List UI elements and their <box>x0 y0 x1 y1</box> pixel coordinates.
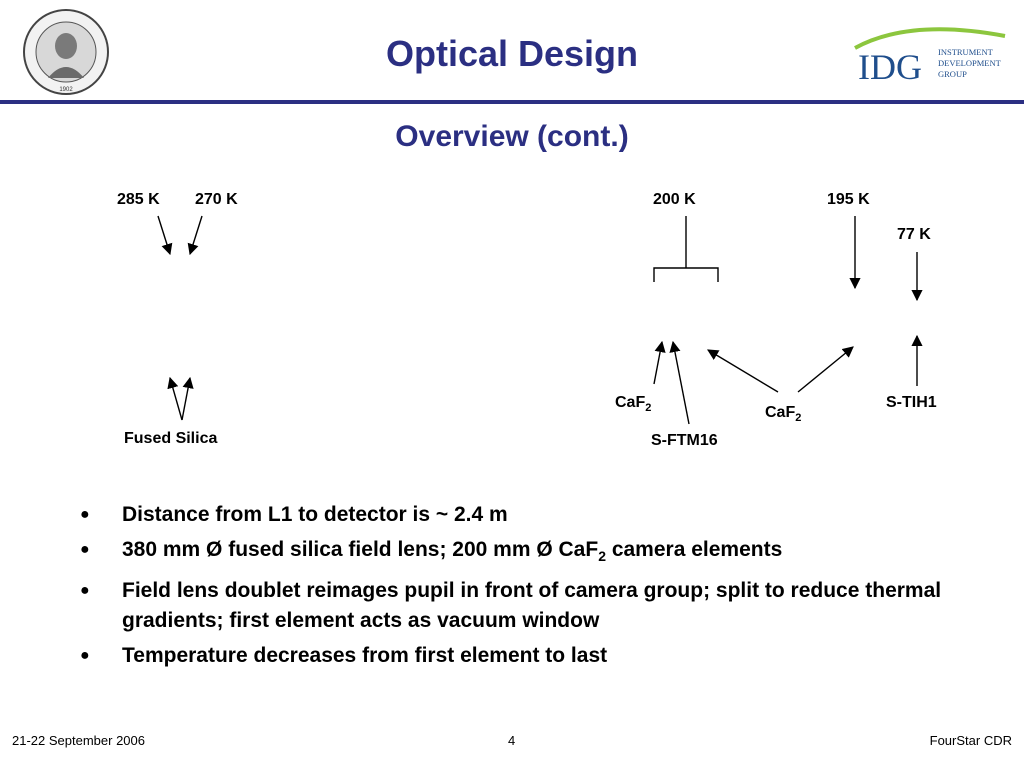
footer-event: FourStar CDR <box>929 733 1012 748</box>
bracket-200k <box>653 267 719 282</box>
seal-year: 1902 <box>59 87 73 93</box>
footer-page-number: 4 <box>508 733 516 748</box>
footer-date: 21-22 September 2006 <box>12 733 145 748</box>
arrow-sftm16 <box>669 340 690 425</box>
material-fused-silica: Fused Silica <box>124 430 218 447</box>
logo-mark: IDG <box>858 47 922 84</box>
bullet-item: ● Temperature decreases from first eleme… <box>80 641 980 671</box>
temp-270k: 270 K <box>195 191 238 208</box>
arrow-caf2-a <box>653 340 666 385</box>
arrow-fused-silica-left <box>167 376 183 421</box>
logo-swoosh <box>854 27 1006 50</box>
material-caf2-right: CaF2 <box>765 404 802 425</box>
idg-logo: IDG INSTRUMENT DEVELOPMENT GROUP <box>850 22 1010 84</box>
bullet-item: ● Distance from L1 to detector is ~ 2.4 … <box>80 500 980 530</box>
carnegie-seal-logo: 1902 <box>22 8 110 96</box>
material-sftm16: S-FTM16 <box>651 432 718 449</box>
slide-title: Optical Design <box>385 33 639 74</box>
temp-200k: 200 K <box>653 191 696 208</box>
arrow-caf2-b-left <box>707 349 779 393</box>
bullet-marker: ● <box>80 582 90 600</box>
bullet-item: ● Field lens doublet reimages pupil in f… <box>80 576 980 636</box>
material-caf2-left: CaF2 <box>615 394 652 415</box>
temp-285k: 285 K <box>117 191 160 208</box>
material-stih1: S-TIH1 <box>886 394 937 411</box>
svg-text:INSTRUMENT: INSTRUMENT <box>938 47 994 57</box>
bullet-list: ● Distance from L1 to detector is ~ 2.4 … <box>80 500 980 676</box>
svg-text:GROUP: GROUP <box>938 69 967 79</box>
arrow-270k <box>187 215 203 256</box>
svg-text:DEVELOPMENT: DEVELOPMENT <box>938 58 1002 68</box>
temp-195k: 195 K <box>827 191 870 208</box>
bullet-item: ● 380 mm Ø fused silica field lens; 200 … <box>80 535 980 571</box>
arrow-caf2-b-right <box>797 346 854 393</box>
bullet-marker: ● <box>80 506 90 523</box>
arrow-285k <box>157 215 173 256</box>
temp-77k: 77 K <box>897 226 931 243</box>
header-rule <box>0 100 1024 104</box>
arrow-fused-silica-right <box>181 376 194 421</box>
slide-subtitle: Overview (cont.) <box>395 120 629 153</box>
bullet-marker: ● <box>80 541 90 558</box>
bullet-marker: ● <box>80 647 90 665</box>
